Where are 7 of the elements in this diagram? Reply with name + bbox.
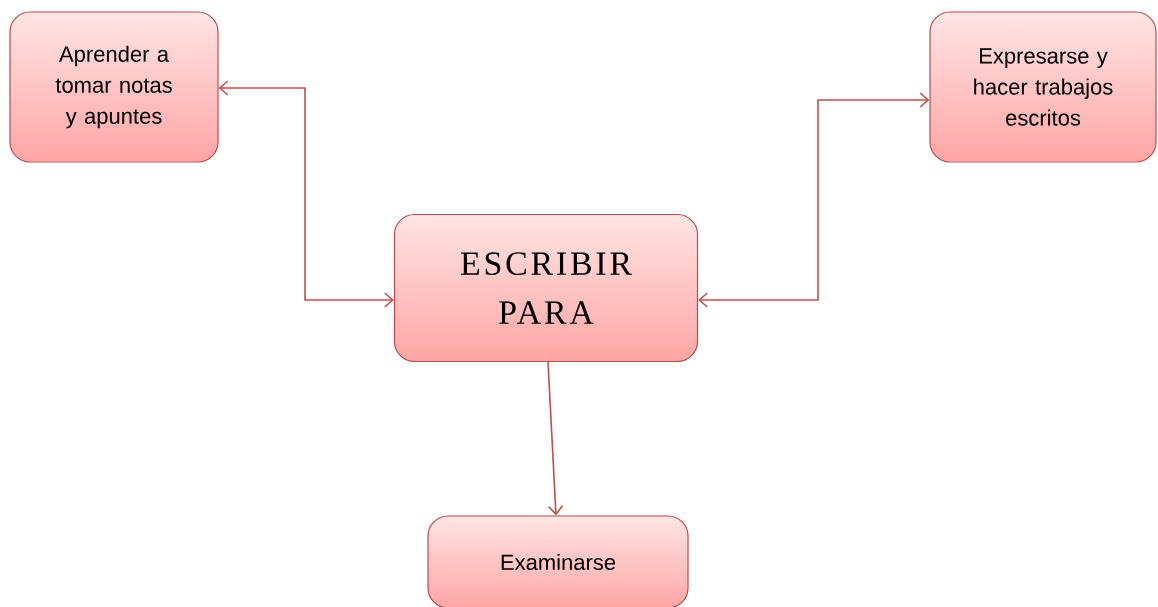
rounded-box: Expresarse y hacer trabajos escritos: [929, 11, 1157, 163]
rounded-box: ESCRIBIR PARA: [393, 213, 699, 363]
arrow: [547, 361, 564, 516]
arrow: [218, 80, 394, 308]
rounded-box: Examinarse: [427, 515, 689, 607]
arrow: [698, 92, 930, 308]
rounded-box: Aprender a tomar notas y apuntes: [9, 11, 219, 163]
